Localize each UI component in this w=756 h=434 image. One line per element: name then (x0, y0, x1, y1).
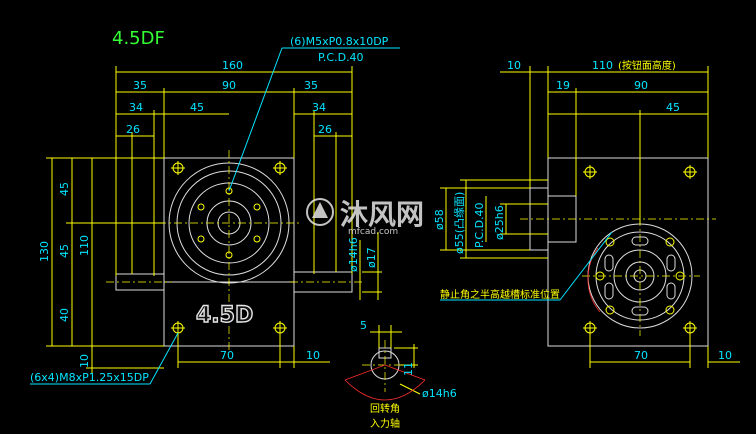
model-title: 4.5DF (112, 28, 165, 49)
side-view (520, 157, 716, 347)
front-mount-holes (171, 161, 287, 335)
front-bottom-dimensions: 70 10 (177, 334, 330, 368)
dim-shaft-key-11: 11 (402, 362, 415, 376)
dim-side-19: 19 (556, 79, 570, 92)
dim-front-left-35: 35 (133, 79, 147, 92)
side-dial-slots (604, 236, 676, 316)
dim-side-45: 45 (666, 101, 680, 114)
dim-front-right-26: 26 (318, 123, 332, 136)
front-left-dimensions: 130 45 45 110 40 10 (38, 157, 164, 374)
side-note-text: 静止角之半高越槽标准位置 (440, 288, 560, 301)
dim-front-body-90: 90 (222, 79, 236, 92)
dim-side-dia-25: ø25h6 (493, 205, 506, 240)
label-rotation-angle: 回转角 (370, 402, 400, 415)
dim-front-shaft-17: ø17 (365, 247, 378, 268)
front-callouts: (6)M5xP0.8x10DP P.C.D.40 (6x4)M8xP1.25x1… (30, 35, 400, 385)
dim-shaft-diameter: ø14h6 (422, 387, 457, 400)
dim-front-base-10: 10 (78, 354, 91, 368)
dim-front-shaft-14h6: ø14h6 (347, 237, 360, 272)
watermark-logo-icon (306, 198, 334, 226)
front-flange-holes (197, 187, 261, 259)
dim-side-edge-10: 10 (718, 349, 732, 362)
dim-shaft-key-5: 5 (360, 319, 367, 332)
dim-side-dia-55: ø55(凸缘面) (453, 192, 466, 254)
watermark-logo-mark (312, 202, 328, 218)
dim-side-offset-10: 10 (507, 59, 521, 72)
dim-side-depth-110: 110 (592, 59, 613, 72)
label-input-shaft: 入力轴 (370, 417, 400, 430)
dim-front-right-35: 35 (304, 79, 318, 92)
rotation-angle-arc (344, 379, 426, 401)
watermark-site: mfcad.com (348, 227, 398, 237)
dim-front-110: 110 (78, 235, 91, 256)
side-left-dimensions: ø58 ø55(凸缘面) P.C.D.40 ø25h6 (433, 179, 548, 259)
dim-front-left-26: 26 (126, 123, 140, 136)
front-top-dimensions: 160 35 90 35 34 45 34 26 26 (115, 59, 353, 276)
dim-side-90: 90 (634, 79, 648, 92)
watermark-brand: 沐风网 (340, 198, 424, 231)
side-rest-angle-arc (587, 247, 601, 313)
dim-side-pcd-40: P.C.D.40 (473, 202, 486, 248)
dim-front-lower-45: 45 (58, 244, 71, 258)
front-view: 4.5D (106, 150, 362, 352)
front-shaft-dimensions: ø14h6 ø17 (347, 232, 382, 300)
callout-top-pcd: P.C.D.40 (318, 51, 364, 64)
dim-side-depth-note: (按钮面高度) (618, 59, 676, 72)
front-body-label: 4.5D (196, 303, 253, 328)
side-mount-holes (583, 165, 697, 335)
dim-front-upper-45: 45 (58, 182, 71, 196)
callout-top-thread: (6)M5xP0.8x10DP (290, 35, 389, 48)
side-dial-holes (595, 237, 685, 315)
callout-bottom-thread: (6x4)M8xP1.25x15DP (30, 371, 149, 384)
side-housing-outline (547, 157, 709, 347)
dim-front-height-130: 130 (38, 241, 51, 262)
side-bottom-dimensions: 70 10 (589, 334, 740, 368)
dim-front-right-34: 34 (312, 101, 326, 114)
dim-side-dia-58: ø58 (433, 209, 446, 230)
watermark: 沐风网 mfcad.com (306, 198, 424, 237)
dim-front-left-34: 34 (129, 101, 143, 114)
dim-side-hole-spacing-70: 70 (634, 349, 648, 362)
side-note-callout: 静止角之半高越槽标准位置 (440, 231, 613, 301)
dim-front-hole-spacing-70: 70 (220, 349, 234, 362)
shaft-detail-view: 5 11 ø14h6 回转角 入力轴 (344, 319, 457, 430)
side-top-dimensions: 10 110 (按钮面高度) 19 90 45 (500, 59, 709, 224)
dim-front-width: 160 (222, 59, 243, 72)
dim-front-half-45: 45 (190, 101, 204, 114)
dim-front-base-40: 40 (58, 308, 71, 322)
front-left-shaft (115, 273, 165, 291)
dim-front-edge-10: 10 (306, 349, 320, 362)
